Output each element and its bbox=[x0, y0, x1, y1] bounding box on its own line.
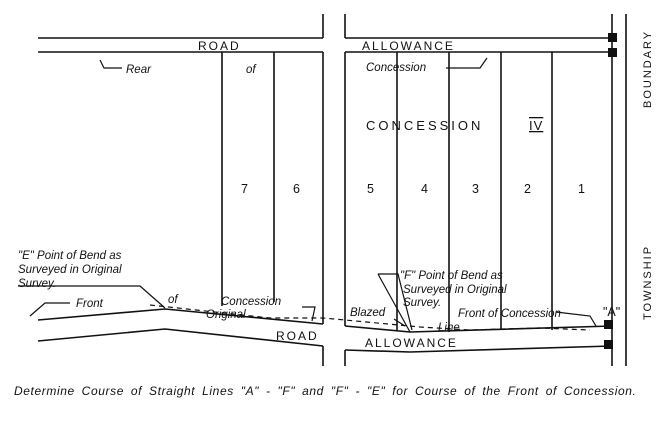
lot-number-7: 7 bbox=[241, 182, 248, 196]
front-of-concession-label: Front of Concession bbox=[458, 308, 561, 320]
caption: Determine Course of Straight Lines "A" -… bbox=[14, 384, 637, 398]
front-road-south-line-west bbox=[37, 328, 324, 347]
rear-label: Rear bbox=[126, 64, 152, 76]
lot-number-3: 3 bbox=[472, 182, 479, 196]
rear-leader bbox=[99, 59, 122, 69]
front-leader-west bbox=[29, 302, 70, 317]
monument-top-corner bbox=[608, 33, 617, 42]
concession-title: CONCESSION bbox=[366, 118, 483, 133]
rear-of-label: of bbox=[246, 64, 257, 76]
monument-point-a bbox=[604, 320, 613, 329]
lot-number-1: 1 bbox=[578, 182, 585, 196]
point-f-line2: Surveyed in Original bbox=[403, 284, 507, 296]
front-concession-label: Concession bbox=[221, 296, 281, 308]
road-top-label: ROAD bbox=[198, 39, 241, 53]
monument-top-corner-2 bbox=[608, 48, 617, 57]
point-e-line1: "E" Point of Bend as bbox=[18, 250, 122, 262]
blazed-label: Blazed bbox=[350, 307, 386, 319]
point-a-label: "A" bbox=[603, 305, 620, 319]
front-of-concession-leader bbox=[555, 311, 597, 327]
boundary-label: BOUNDARY bbox=[642, 30, 654, 108]
lot-number-5: 5 bbox=[367, 182, 374, 196]
point-f-leader bbox=[378, 273, 413, 331]
line-label: Line bbox=[438, 322, 460, 334]
monument-bottom-corner bbox=[604, 340, 613, 349]
original-label: Original bbox=[206, 309, 246, 321]
allowance-top-label: ALLOWANCE bbox=[362, 39, 455, 53]
township-label: TOWNSHIP bbox=[642, 245, 654, 320]
point-f-leader-2 bbox=[377, 273, 411, 333]
point-e-line3: Survey. bbox=[18, 278, 56, 290]
blazed-line-dashed bbox=[149, 304, 591, 331]
blazed-leader bbox=[393, 318, 406, 327]
concession-leader-west bbox=[302, 306, 316, 322]
front-road-north-line-west bbox=[37, 308, 324, 325]
point-f-line3: Survey. bbox=[403, 297, 441, 309]
allowance-bottom-label: ALLOWANCE bbox=[365, 336, 458, 350]
lot-number-6: 6 bbox=[293, 182, 300, 196]
point-e-line2: Surveyed in Original bbox=[18, 264, 122, 276]
point-e-leader bbox=[18, 285, 166, 309]
concession-numeral: IV bbox=[529, 118, 543, 133]
lot-number-4: 4 bbox=[421, 182, 428, 196]
front-of-label: of bbox=[168, 294, 179, 306]
front-label: Front bbox=[76, 298, 104, 310]
road-bottom-label: ROAD bbox=[276, 329, 319, 343]
concession-rear-leader bbox=[446, 57, 488, 69]
point-f-line1: "F" Point of Bend as bbox=[400, 270, 503, 282]
front-road-south-line-east bbox=[344, 345, 613, 353]
rear-concession-label: Concession bbox=[366, 62, 426, 74]
lot-number-2: 2 bbox=[524, 182, 531, 196]
